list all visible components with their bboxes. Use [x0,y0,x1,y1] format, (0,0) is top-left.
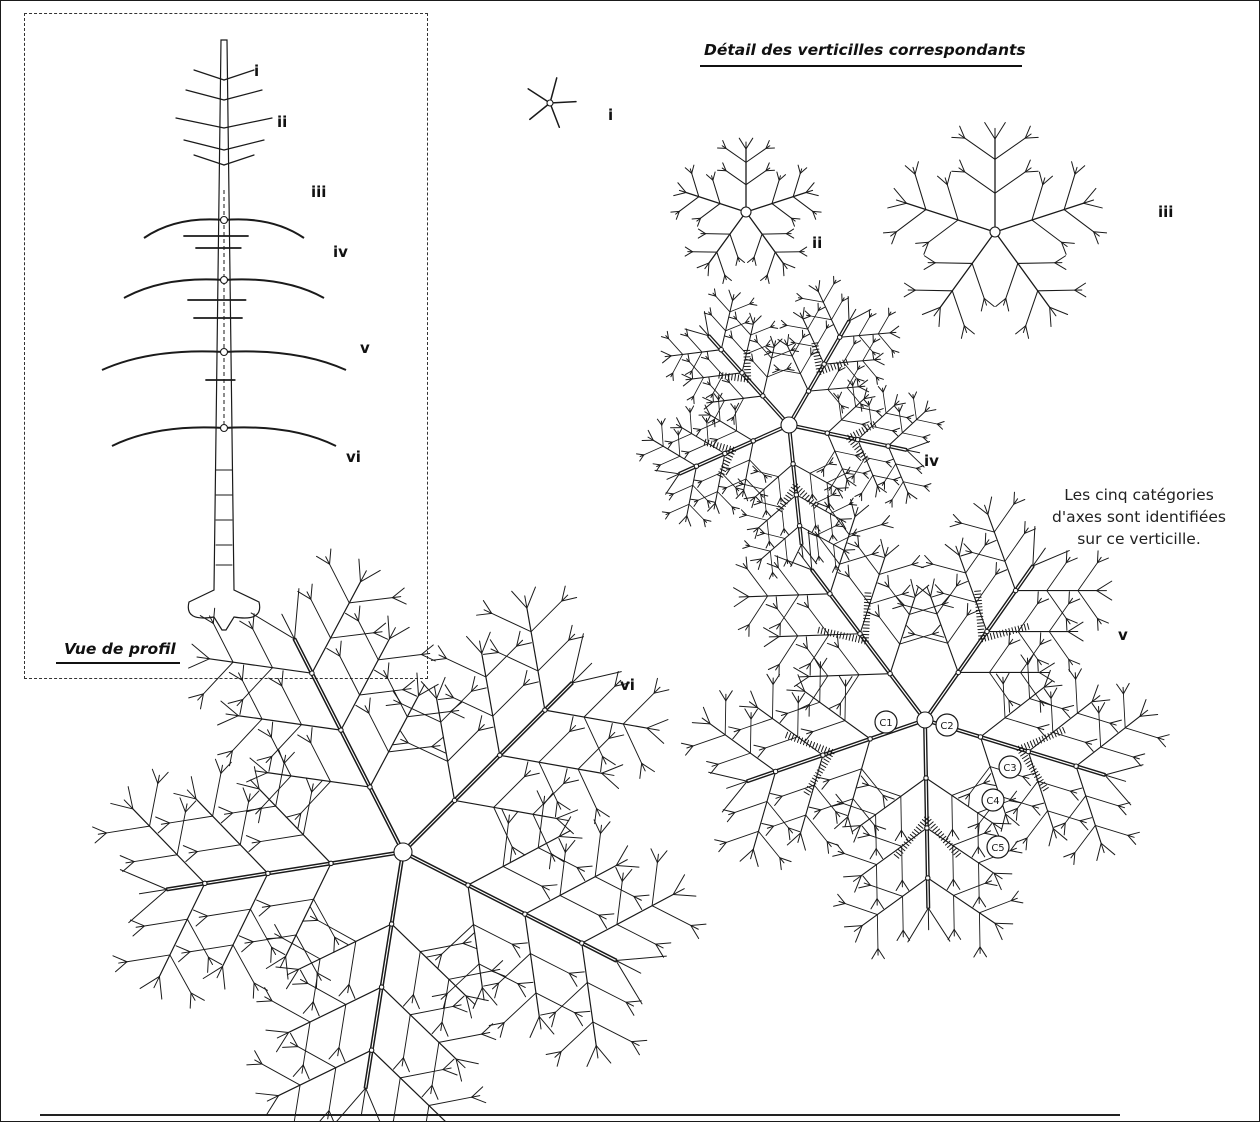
whorl-v [681,492,1169,959]
category-marker-c5: C5 [987,836,1009,858]
whorl-label-vi: vi [620,676,635,694]
profile-label-i: i [254,62,259,80]
note-line-3: sur ce verticille. [1024,528,1254,550]
profile-label-iii: iii [311,183,326,201]
category-marker-c4: C4 [982,789,1004,811]
whorl-iv [637,276,945,579]
profile-tree [102,40,346,630]
whorl-label-v: v [1118,626,1128,644]
whorl-i [528,78,576,127]
category-label: C4 [986,796,999,807]
section-title-underline [700,65,1022,67]
note-line-2: d'axes sont identifiées [1024,506,1254,528]
category-marker-c1: C1 [875,711,897,733]
category-marker-c2: C2 [936,714,958,736]
profile-label-vi: vi [346,448,361,466]
whorl-label-ii: ii [812,234,822,252]
profile-label-iv: iv [333,243,348,261]
section-title: Détail des verticilles correspondants [704,41,1026,59]
whorl-label-iv: iv [924,452,939,470]
whorl-iii [883,123,1106,339]
note-line-1: Les cinq catégories [1024,484,1254,506]
category-label: C5 [991,843,1004,854]
profile-caption: Vue de profil [64,640,176,658]
whorl-label-i: i [608,106,613,124]
whorl-label-iii: iii [1158,203,1173,221]
profile-label-v: v [360,339,370,357]
category-label: C1 [879,718,892,729]
category-label: C3 [1003,763,1016,774]
category-marker-c3: C3 [999,756,1021,778]
whorl-ii [671,138,821,283]
axis-categories-note: Les cinq catégories d'axes sont identifi… [1024,484,1254,550]
profile-label-ii: ii [277,113,287,131]
profile-caption-underline [56,662,180,664]
whorl-vi [93,549,706,1122]
category-label: C2 [940,721,953,732]
